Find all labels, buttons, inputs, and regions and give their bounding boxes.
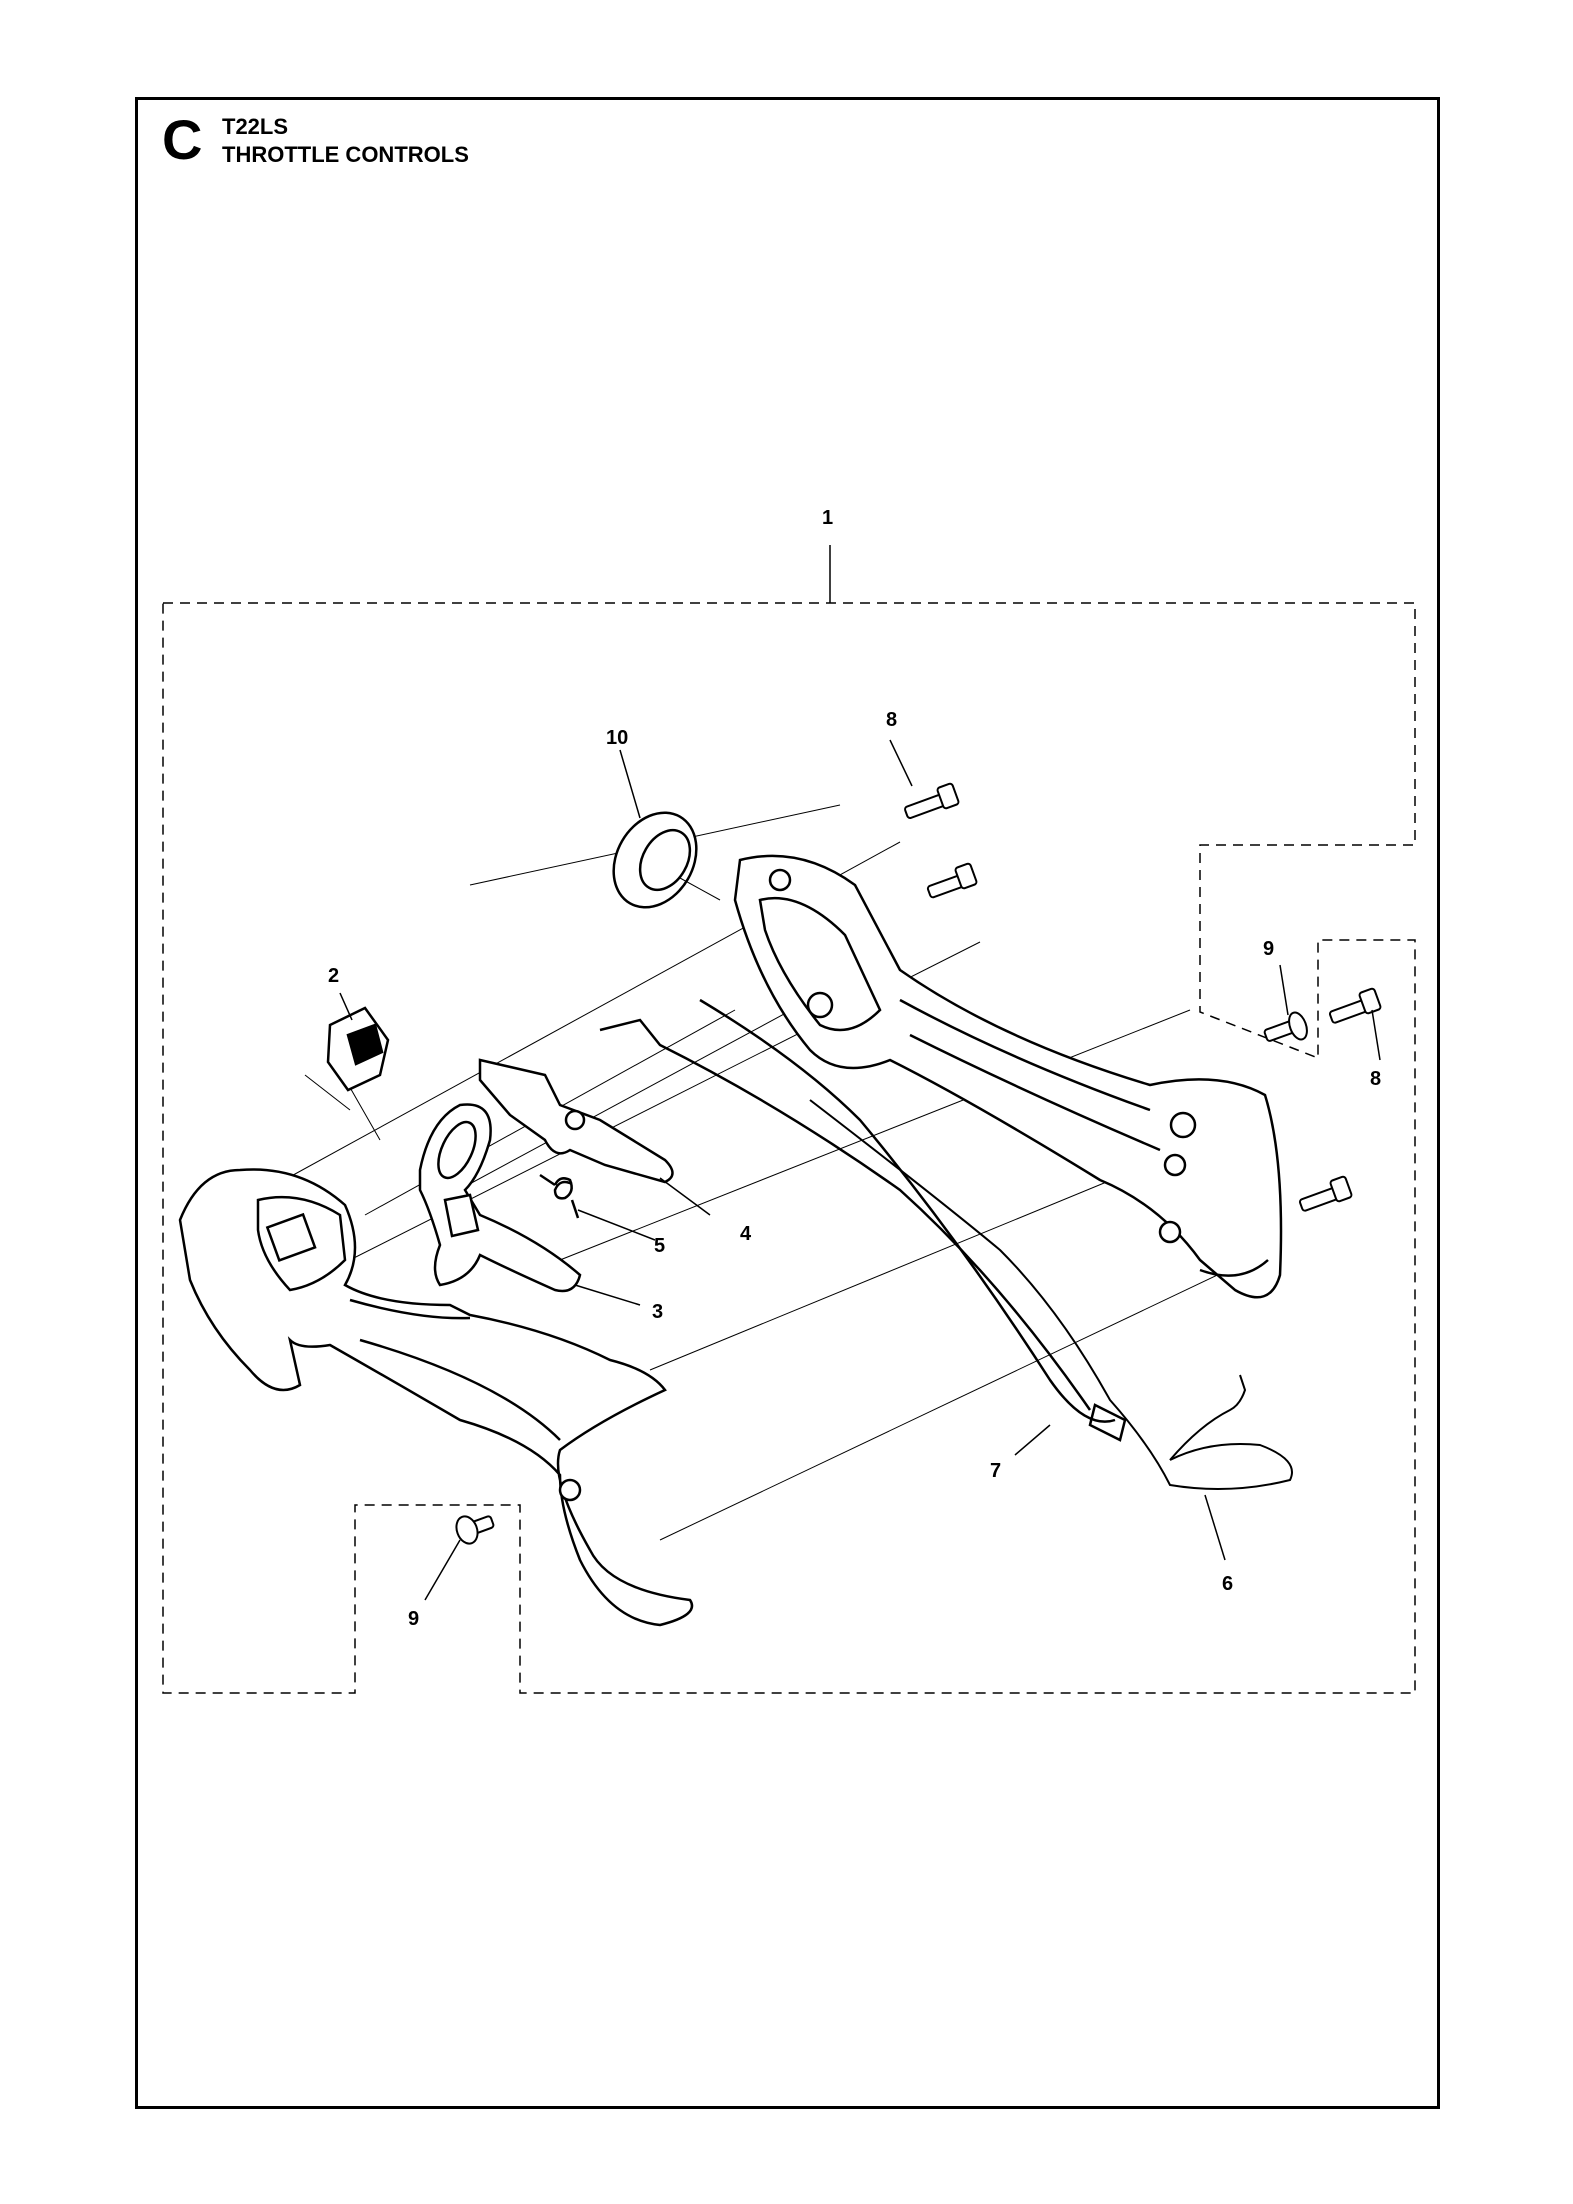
callout-6: 6 xyxy=(1222,1573,1233,1595)
grommet-part-10 xyxy=(612,811,698,909)
callout-5: 5 xyxy=(654,1235,665,1257)
throttle-lockout-part-4 xyxy=(478,1058,674,1184)
handle-right-half xyxy=(733,854,1283,1299)
callout-7: 7 xyxy=(990,1460,1001,1482)
callout-8-top: 8 xyxy=(886,709,897,731)
handle-left-half xyxy=(178,1168,694,1627)
spring-part-5 xyxy=(539,1173,580,1219)
callout-9-right: 9 xyxy=(1263,938,1274,960)
section-letter: C xyxy=(162,108,203,171)
callout-3: 3 xyxy=(652,1301,663,1323)
assembly-boundary xyxy=(162,602,1416,1694)
callout-1: 1 xyxy=(822,507,833,529)
throttle-trigger-part-3 xyxy=(418,1103,582,1293)
model-title: T22LS xyxy=(222,114,289,139)
callout-2: 2 xyxy=(328,965,339,987)
callout-4: 4 xyxy=(740,1223,752,1245)
switch-part-2 xyxy=(326,1006,390,1092)
throttle-cable-part-7 xyxy=(599,998,1127,1442)
screw-part-8 xyxy=(904,782,1382,1212)
callout-9-bottom: 9 xyxy=(408,1608,419,1630)
callout-10: 10 xyxy=(606,727,628,749)
callout-8-right: 8 xyxy=(1370,1068,1381,1090)
page-frame xyxy=(135,97,1440,2109)
diagram-title: THROTTLE CONTROLS xyxy=(222,142,469,167)
stop-wire-part-6 xyxy=(809,1099,1293,1490)
screw-part-9 xyxy=(455,1011,1308,1545)
leader-lines xyxy=(339,739,1381,1601)
